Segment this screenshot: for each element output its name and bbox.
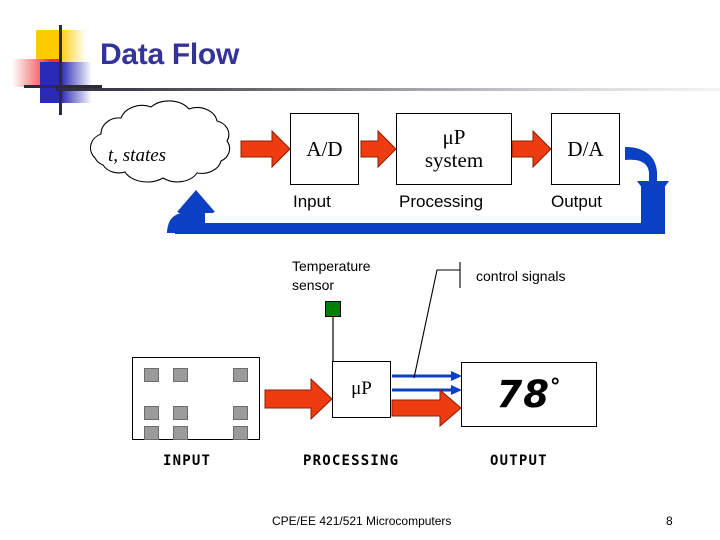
feedback-elbow-arrow bbox=[625, 146, 669, 203]
arrow-up-to-display bbox=[391, 388, 462, 428]
feedback-bottom-bar bbox=[175, 223, 665, 234]
stage-label-input: INPUT bbox=[163, 453, 212, 469]
keypad-key[interactable] bbox=[173, 426, 188, 440]
box-up-label-line2: system bbox=[424, 148, 484, 172]
keypad-key[interactable] bbox=[144, 368, 159, 382]
display-reading-value: 78° bbox=[497, 373, 562, 416]
cloud-shape bbox=[89, 100, 231, 183]
arrow-up-to-da bbox=[511, 129, 552, 169]
caption-output: Output bbox=[551, 192, 603, 211]
page-title: Data Flow bbox=[100, 38, 239, 71]
arrow-cloud-to-ad bbox=[240, 129, 291, 169]
decor-horizontal-line bbox=[24, 85, 102, 88]
box-up-label-line1: μP bbox=[442, 125, 466, 150]
caption-processing: Processing bbox=[399, 192, 484, 211]
display-number: 78 bbox=[496, 373, 550, 416]
feedback-right-down-stub bbox=[641, 187, 665, 234]
footer-course-text: CPE/EE 421/521 Microcomputers bbox=[272, 514, 452, 528]
decor-blue-block bbox=[40, 62, 92, 103]
title-underline-rule bbox=[56, 88, 720, 91]
keypad-key[interactable] bbox=[233, 368, 248, 382]
temperature-sensor-label-line1: Temperature bbox=[292, 258, 371, 274]
box-lower-microprocessor[interactable]: μP bbox=[332, 361, 391, 418]
decor-vertical-line bbox=[59, 25, 62, 115]
box-lower-up-label: μP bbox=[351, 378, 372, 400]
temperature-sensor-icon bbox=[325, 301, 341, 317]
control-signals-leader bbox=[413, 269, 460, 379]
box-microprocessor-system[interactable]: μP system bbox=[396, 113, 512, 185]
feedback-left-corner bbox=[167, 212, 187, 233]
control-signals-label: control signals bbox=[476, 268, 566, 284]
keypad-key[interactable] bbox=[233, 406, 248, 420]
control-signal-arrows bbox=[392, 374, 452, 392]
display-degree-symbol: ° bbox=[550, 374, 562, 399]
box-ad-label: A/D bbox=[306, 136, 343, 161]
keypad-key[interactable] bbox=[233, 426, 248, 440]
arrow-keypad-to-up bbox=[264, 377, 333, 421]
stage-label-processing: PROCESSING bbox=[303, 453, 400, 469]
keypad-key[interactable] bbox=[144, 406, 159, 420]
box-analog-to-digital[interactable]: A/D bbox=[290, 113, 359, 185]
keypad-key[interactable] bbox=[173, 406, 188, 420]
temperature-sensor-label-line2: sensor bbox=[292, 277, 335, 293]
keypad-key[interactable] bbox=[144, 426, 159, 440]
feedback-up-arrowhead bbox=[177, 190, 215, 230]
caption-input: Input bbox=[293, 192, 331, 211]
cloud-label: t, states bbox=[108, 145, 167, 166]
arrow-ad-to-up bbox=[360, 129, 397, 169]
keypad-panel[interactable] bbox=[132, 357, 260, 440]
stage-label-output: OUTPUT bbox=[490, 453, 548, 469]
keypad-key[interactable] bbox=[173, 368, 188, 382]
box-digital-to-analog[interactable]: D/A bbox=[551, 113, 620, 185]
temperature-display: 78° bbox=[461, 362, 597, 427]
box-da-label: D/A bbox=[567, 136, 604, 161]
footer-page-number: 8 bbox=[666, 514, 673, 528]
